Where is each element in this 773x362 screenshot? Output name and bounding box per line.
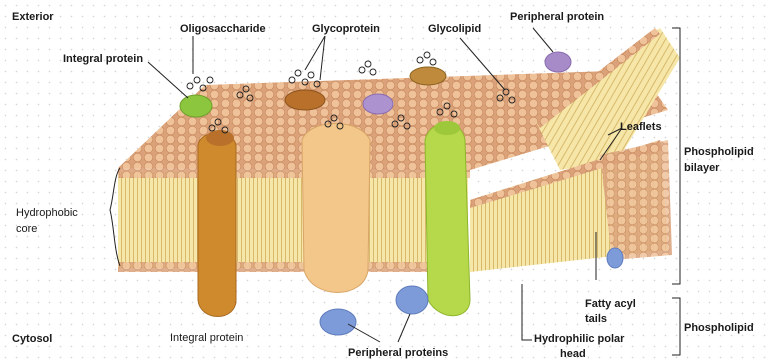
integral-protein-top-label: Integral protein bbox=[63, 53, 143, 66]
hydrophilic-leader bbox=[522, 284, 532, 340]
exterior-label: Exterior bbox=[12, 11, 54, 24]
oligosaccharide-label: Oligosaccharide bbox=[180, 23, 266, 36]
peripheral-proteins-label: Peripheral proteins bbox=[348, 347, 448, 360]
glycolipid-label: Glycolipid bbox=[428, 23, 481, 36]
hydrophilic-label-line2: head bbox=[560, 348, 586, 361]
peripheral-protein-purple-top bbox=[545, 52, 571, 72]
hydrophobic-core-label-line1: Hydrophobic bbox=[16, 207, 78, 220]
integral-protein-peach bbox=[302, 124, 370, 293]
peripheral-protein-blue-edge bbox=[607, 248, 623, 268]
phospholipid-label: Phospholipid bbox=[684, 322, 754, 335]
sugar-cluster-5 bbox=[417, 52, 436, 65]
lower-tail-layer bbox=[118, 172, 468, 268]
phospholipid-bilayer-label-line1: Phospholipid bbox=[684, 146, 754, 159]
integral-protein-green bbox=[425, 124, 470, 316]
fatty-acyl-label-line1: Fatty acyl bbox=[585, 298, 636, 311]
phospholipid-bracket bbox=[672, 298, 680, 355]
integral-protein-top-leader bbox=[148, 62, 188, 98]
bottom-head-row bbox=[118, 262, 468, 272]
glycoprotein-label: Glycoprotein bbox=[312, 23, 380, 36]
fatty-acyl-label-line2: tails bbox=[585, 313, 607, 326]
peripheral-protein-label: Peripheral protein bbox=[510, 11, 604, 24]
integral-protein-cap bbox=[206, 130, 234, 146]
glycoprotein-cap bbox=[285, 90, 325, 110]
sugar-cluster-4 bbox=[359, 61, 376, 75]
peripheral-protein-leader bbox=[533, 28, 553, 52]
integral-protein-bottom-label: Integral protein bbox=[170, 332, 243, 345]
peripheral-protein-blue-left bbox=[320, 309, 356, 335]
cytosol-label: Cytosol bbox=[12, 333, 52, 346]
hydrophilic-label-line1: Hydrophilic polar bbox=[534, 333, 624, 346]
leaflet-side-heads bbox=[600, 140, 672, 260]
integral-protein-green-cap bbox=[180, 95, 212, 117]
peripheral-protein-purple-mid bbox=[363, 94, 393, 114]
phospholipid-bilayer-label-line2: bilayer bbox=[684, 162, 719, 175]
leaflets-label: Leaflets bbox=[620, 121, 662, 134]
hydrophobic-core-label-line2: core bbox=[16, 223, 37, 236]
peripheral-left-leader bbox=[348, 324, 380, 342]
integral-protein-orange bbox=[198, 133, 236, 317]
green-protein-cap bbox=[434, 121, 460, 135]
glycolipid-cap bbox=[410, 67, 446, 85]
peripheral-protein-blue-right bbox=[396, 286, 428, 314]
peripheral-right-leader bbox=[398, 314, 410, 342]
